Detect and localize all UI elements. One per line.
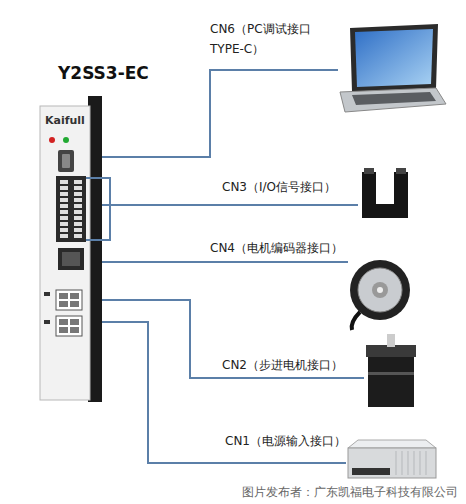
power-supply-illustration	[348, 440, 436, 478]
leader-line	[86, 178, 110, 240]
drive-box: Kaifull	[40, 106, 102, 400]
encoder-box: CN4（电机编码器接口）	[348, 258, 412, 322]
port-label: CN2（步进电机接口）	[222, 355, 343, 375]
wire-connector	[102, 204, 358, 206]
drive-body	[40, 96, 102, 402]
laptop-box: CN6（PC调试接口 TYPE-C）	[338, 24, 446, 114]
caption: 图片发布者：广东凯福电子科技有限公司	[242, 484, 458, 501]
diagram-title: Y2SS3-EC	[58, 63, 149, 83]
wire-connector	[102, 300, 364, 378]
motor-box: CN2（步进电机接口）	[364, 334, 418, 408]
wire-connector	[102, 261, 348, 263]
motor-illustration	[366, 334, 416, 407]
wire-connector	[102, 322, 346, 463]
port-label: CN4（电机编码器接口）	[210, 238, 343, 258]
brand-logo: Kaifull	[45, 114, 85, 127]
laptop-illustration	[340, 24, 446, 112]
port-label: CN6（PC调试接口 TYPE-C）	[210, 19, 345, 59]
sensor-box: CN3（I/O信号接口）	[358, 166, 412, 220]
wire-connector	[102, 70, 338, 157]
power-supply-box: CN1（电源输入接口）	[346, 439, 438, 479]
encoder-illustration	[350, 260, 410, 330]
port-label: CN1（电源输入接口）	[225, 431, 346, 451]
sensor-illustration	[362, 168, 408, 218]
port-label: CN3（I/O信号接口）	[222, 177, 336, 197]
